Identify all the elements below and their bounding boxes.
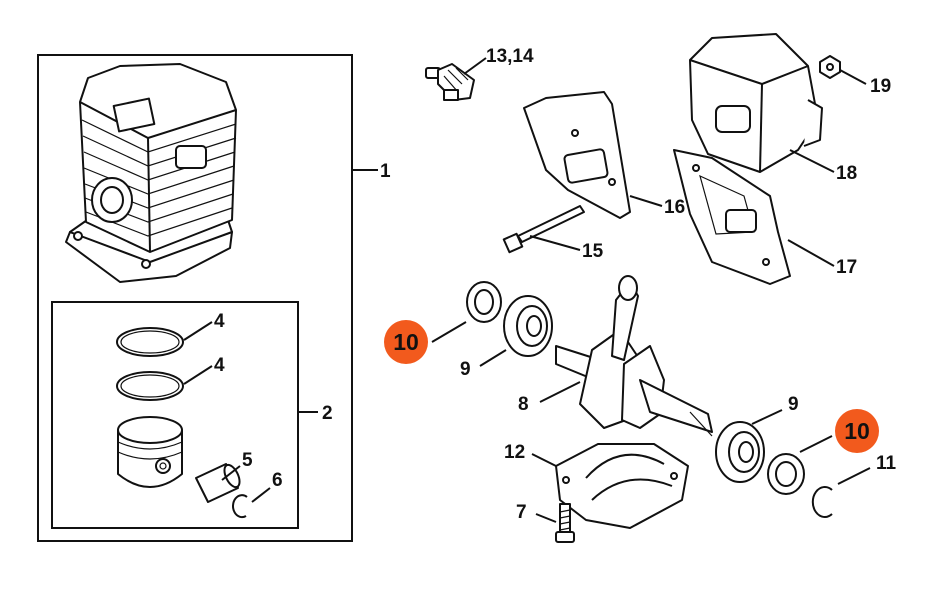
spark-plug [425,63,475,101]
piston-ring-b [116,371,184,401]
label-stud-bolt: 15 [582,241,604,262]
label-ball-bearing-right: 9 [788,394,799,415]
cylinder-assembly-frame [37,54,353,542]
leader-line-10-right [799,435,833,453]
piston-assembly-frame [51,301,299,529]
label-piston-assembly: 2 [322,403,333,424]
label-gasket: 16 [664,197,685,218]
leader-line-12 [531,453,557,467]
leader-line-15 [529,235,581,251]
crankshaft [555,275,713,437]
leader-line-19 [839,69,867,85]
label-spark-plug: 13,14 [486,46,534,67]
oil-seal-right [767,453,805,495]
label-piston-pin: 5 [242,450,253,471]
highlight-badge-left [384,320,428,364]
leader-line-13 [463,57,487,75]
label-ball-bearing-left: 9 [460,359,471,380]
snap-ring [232,494,248,519]
label-screw: 7 [516,502,527,523]
circlip [811,486,833,518]
gasket [523,91,631,219]
label-crankshaft: 8 [518,394,529,415]
screw [555,503,575,543]
label-piston-ring-b: 4 [214,355,225,376]
label-cylinder-assembly: 1 [380,161,391,182]
leader-line-17 [787,239,835,267]
leader-line-7 [535,513,557,523]
piston-pin [195,463,241,503]
piston [117,416,183,488]
ball-bearing-left [503,295,553,357]
label-crankcase: 12 [504,442,525,463]
label-circlip: 11 [876,453,897,474]
label-nut: 19 [870,76,891,97]
leader-line-8 [539,381,581,403]
leader-line-5 [221,465,241,481]
leader-line-4a [183,321,213,341]
leader-line-11 [837,467,871,485]
highlight-badge-right [835,409,879,453]
leader-line-16 [629,195,663,207]
oil-seal-left [466,281,502,323]
label-baffle-plate: 17 [836,257,857,278]
piston-ring-a [116,327,184,357]
baffle-plate [673,149,791,285]
cylinder [65,63,237,283]
leader-line-4b [183,365,213,385]
muffler [689,33,823,173]
piston-ring-b-inner [120,374,180,398]
label-snap-ring: 6 [272,470,283,491]
leader-line-10-left [431,321,467,343]
nut [819,55,841,79]
leader-line-9-right [751,409,783,425]
crankcase [555,443,689,529]
label-muffler: 18 [836,163,857,184]
leader-line-9-left [479,349,507,367]
leader-line-6 [251,487,271,503]
label-piston-ring-a: 4 [214,311,225,332]
stud-bolt [502,205,585,254]
ball-bearing-right [715,421,765,483]
piston-ring-a-inner [120,330,180,354]
leader-line-18 [789,149,835,173]
label-oil-seal-left: 10 [393,329,419,355]
label-oil-seal-right: 10 [844,418,870,444]
